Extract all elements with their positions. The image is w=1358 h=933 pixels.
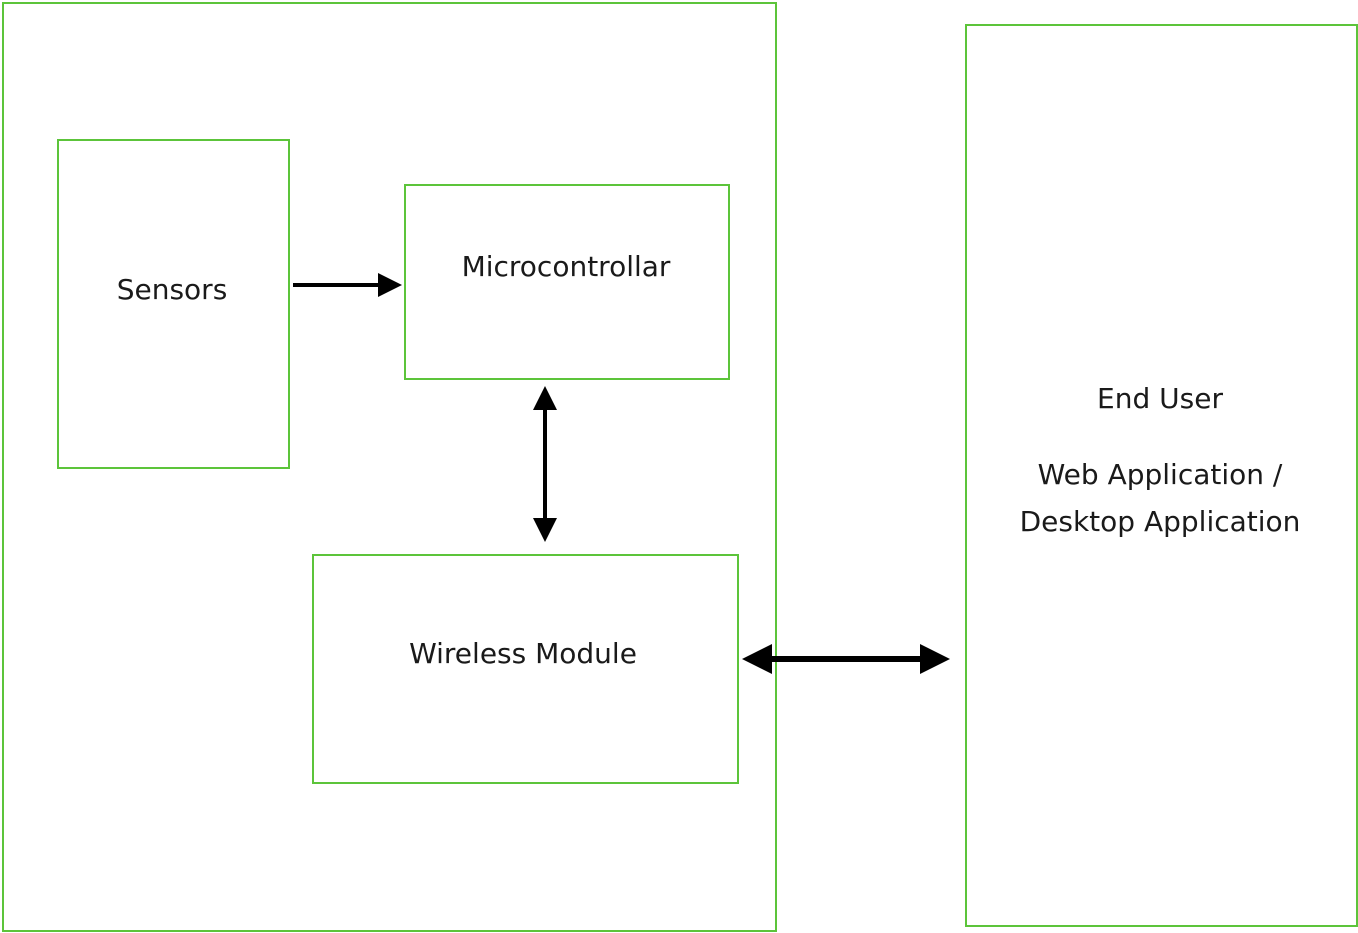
end-user-line-2: Desktop Application xyxy=(1019,505,1301,538)
wireless-module-label: Wireless Module xyxy=(409,637,637,670)
microcontroller-node xyxy=(404,184,730,380)
sensors-label: Sensors xyxy=(116,273,228,306)
end-user-node xyxy=(965,24,1358,927)
end-user-title: End User xyxy=(1097,382,1223,415)
microcontroller-label: Microcontrollar xyxy=(461,250,671,283)
end-user-line-1: Web Application / xyxy=(1037,458,1283,491)
wireless-module-node xyxy=(312,554,739,784)
sensors-node xyxy=(57,139,290,469)
